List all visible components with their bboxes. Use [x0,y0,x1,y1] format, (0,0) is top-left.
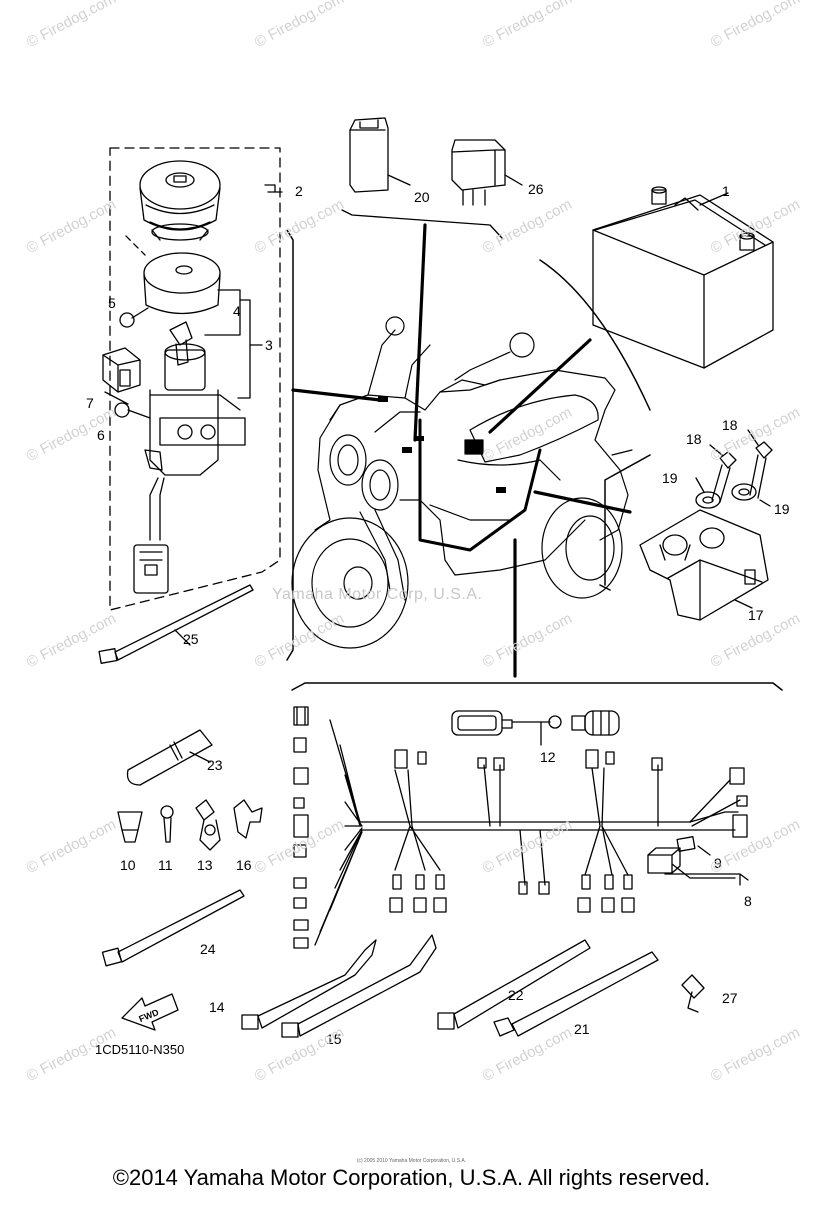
part-4-lock-cylinder [143,252,241,336]
harness-bracket [291,682,783,691]
part-23-tube [126,729,213,786]
pointer-battery [488,338,592,434]
part-1-battery [592,186,774,369]
pointer-relays [413,223,427,442]
part-13-clamp [195,799,221,851]
label-18a: 18 [686,431,702,447]
label-15: 15 [326,1031,342,1047]
switch-bracket [286,229,294,661]
part-5-screw [119,307,149,328]
part-19-washer-right [731,483,757,501]
part-17-bracket [639,509,769,621]
copyright-footer: ©2014 Yamaha Motor Corporation, U.S.A. A… [112,1165,711,1190]
fwd-label: FWD [137,1007,160,1024]
part-24-cable-tie [101,889,245,967]
label-17: 17 [748,607,764,623]
label-11: 11 [158,857,173,873]
label-14: 14 [209,999,225,1015]
part-27-clip [681,974,705,1013]
ignition-key [164,321,206,391]
part-16-clamp [233,799,263,839]
part-14-strap [241,939,377,1030]
part-18-bolt-left [711,451,737,503]
label-20: 20 [414,189,430,205]
label-19b: 19 [774,501,790,517]
label-18b: 18 [722,417,738,433]
label-24: 24 [200,941,216,957]
wire-harness-main [293,706,749,949]
part-22-strap [437,939,591,1030]
label-4: 4 [233,303,241,319]
center-watermark: Yamaha Motor Corp, U.S.A. [272,586,483,603]
part-3-main-switch-body [144,299,263,476]
part-20-relay [349,117,389,193]
label-7: 7 [86,395,94,411]
label-5: 5 [108,295,116,311]
label-2: 2 [295,183,303,199]
pointer-bracket17 [533,490,632,514]
battery-bracket [539,259,651,411]
label-13: 13 [197,857,213,873]
part-19-washer-left [695,491,721,509]
scooter-illustration [291,316,633,649]
parts17-bracket [599,454,651,591]
label-22: 22 [508,987,524,1003]
part-6-screw [114,402,151,419]
label-6: 6 [97,427,105,443]
label-8: 8 [744,893,752,909]
leader-2 [264,184,283,193]
label-16: 16 [236,857,252,873]
part-25-cable-tie [98,584,254,664]
switch-wire-harness [133,477,169,594]
copyright-small: (c) 2005 2010 Yamaha Motor Corporation, … [356,1158,467,1164]
label-26: 26 [528,181,544,197]
part-26-relay [451,139,506,206]
fwd-arrow [121,993,179,1031]
part-11-screw [160,805,174,843]
pointer-switch [291,388,382,402]
label-25: 25 [183,631,199,647]
label-10: 10 [120,857,136,873]
label-9: 9 [714,855,722,871]
label-1: 1 [722,183,730,199]
label-19a: 19 [662,470,678,486]
diagram-code: 1CD5110-N350 [95,1042,184,1057]
ignition-switch-assembly-box [109,147,281,611]
part-12-connector [451,710,620,746]
label-3: 3 [265,337,273,353]
label-12: 12 [540,749,556,765]
label-23: 23 [207,757,223,773]
part-18-bolt-right [749,441,773,499]
label-21: 21 [574,1021,590,1037]
part-21-strap [493,951,659,1037]
part-10-grommet [117,811,143,843]
part-2-lock-cap [139,160,221,241]
leader-3-bracket [237,299,251,399]
relay-group-bracket [341,209,503,239]
part-15-strap [281,934,437,1038]
part-7-switch-component [102,347,141,393]
label-27: 27 [722,990,738,1006]
